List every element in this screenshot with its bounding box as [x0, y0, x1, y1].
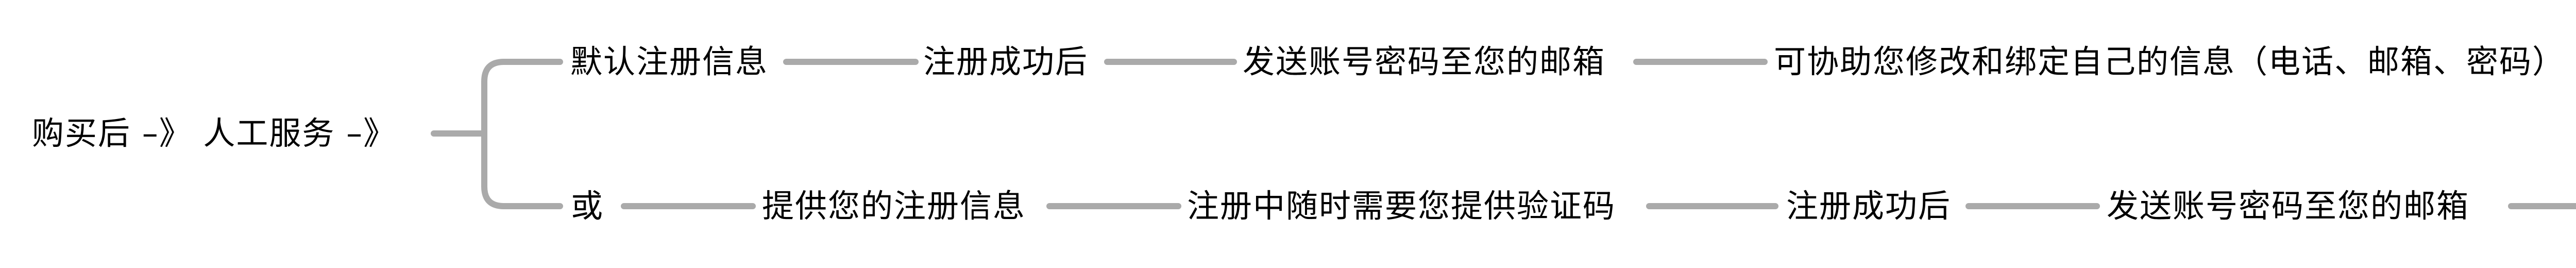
connector-lines	[431, 59, 2576, 209]
node-send-credentials-email: 发送账号密码至您的邮箱	[1243, 43, 1606, 80]
root-node: 购买后 –》 人工服务 –》	[32, 114, 397, 152]
node-default-register-info: 默认注册信息	[570, 43, 769, 80]
node-or: 或	[571, 187, 604, 225]
node-register-success: 注册成功后	[923, 43, 1089, 80]
node-register-success: 注册成功后	[1786, 187, 1952, 225]
node-provide-verification-code: 注册中随时需要您提供验证码	[1187, 187, 1616, 225]
node-send-credentials-email: 发送账号密码至您的邮箱	[2107, 187, 2470, 225]
node-provide-register-info: 提供您的注册信息	[762, 187, 1026, 225]
bracket-connector	[481, 59, 563, 209]
node-modify-bind-info: 可协助您修改和绑定自己的信息（电话、邮箱、密码）	[1774, 43, 2566, 80]
